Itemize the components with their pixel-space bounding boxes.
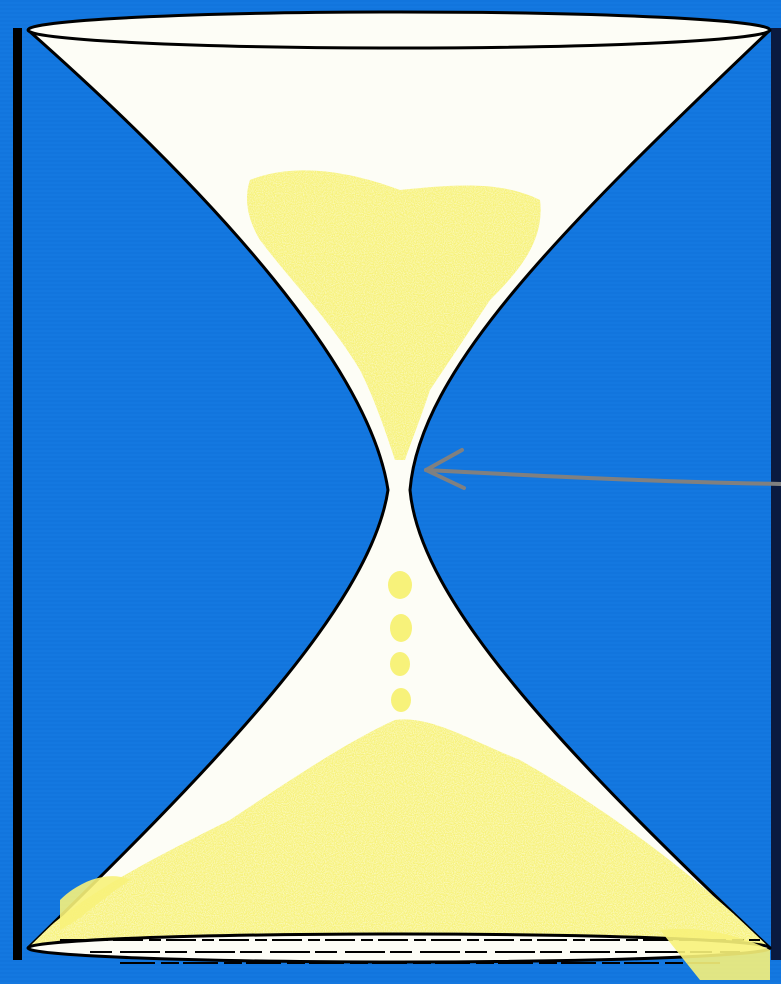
bottom-rim <box>28 934 770 963</box>
right-support-post <box>771 28 781 960</box>
left-support-post <box>13 28 22 960</box>
top-rim <box>28 12 770 48</box>
